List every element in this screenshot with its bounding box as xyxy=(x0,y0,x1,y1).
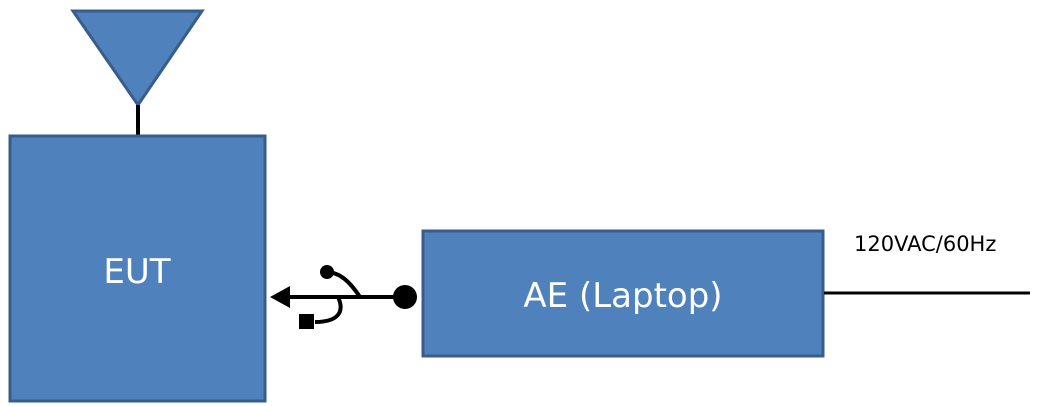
antenna-triangle xyxy=(70,9,205,108)
ae-label: AE (Laptop) xyxy=(523,276,722,316)
usb-branch-lower xyxy=(314,296,343,324)
power-line: 120VAC/60Hz xyxy=(824,232,1030,295)
usb-branch-square xyxy=(299,314,314,329)
eut-label: EUT xyxy=(103,252,170,292)
ae-laptop-block: AE (Laptop) xyxy=(421,229,825,358)
eut-block: EUT xyxy=(8,134,267,403)
usb-branch-circle xyxy=(320,265,334,279)
usb-arrowhead xyxy=(270,286,290,308)
eut-box xyxy=(8,134,267,403)
power-label: 120VAC/60Hz xyxy=(854,232,996,256)
ae-box xyxy=(421,229,825,358)
usb-connector-dot xyxy=(393,285,417,309)
usb-icon xyxy=(270,265,417,329)
antenna-icon xyxy=(70,9,205,136)
